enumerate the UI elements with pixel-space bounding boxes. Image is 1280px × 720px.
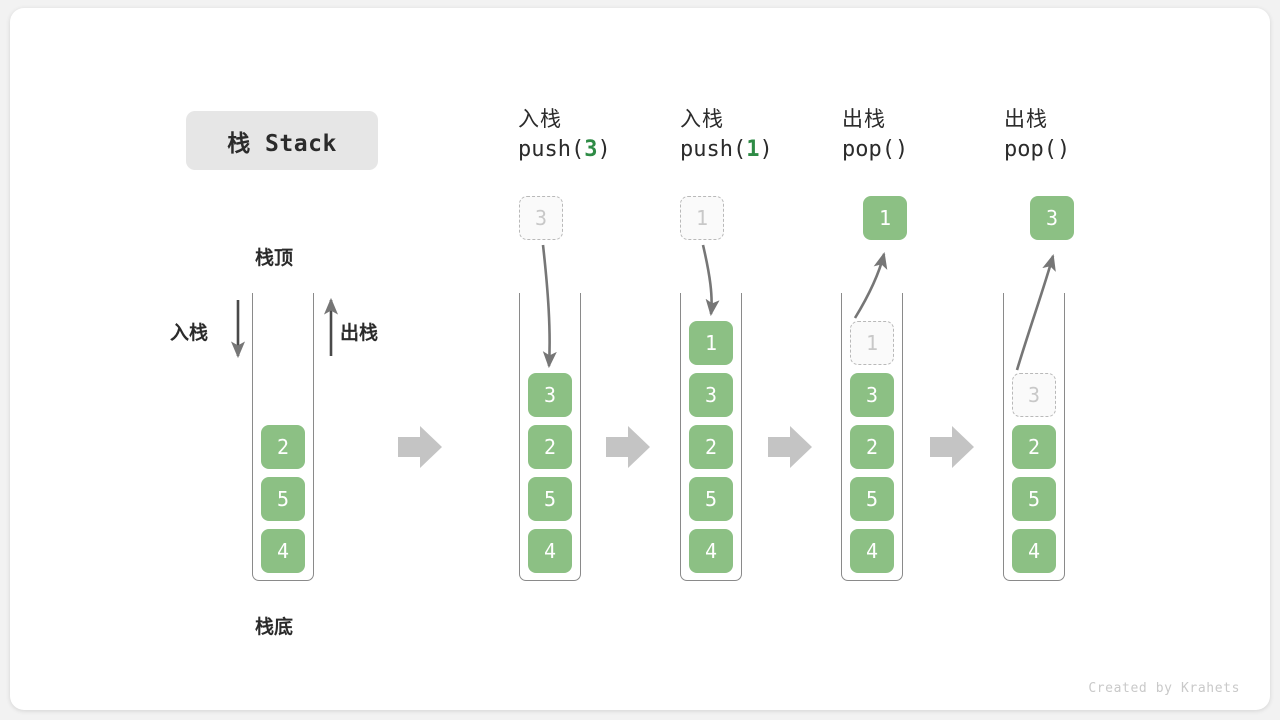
popped-element: 3 xyxy=(1030,196,1074,240)
stack-cell: 4 xyxy=(689,529,733,573)
stage-header-cn: 出栈 xyxy=(842,108,886,131)
stage-header-code: pop() xyxy=(842,134,1022,166)
code-prefix: push( xyxy=(518,137,585,162)
stack-cell: 4 xyxy=(850,529,894,573)
stack-cell: 2 xyxy=(528,425,572,469)
stack-cell: 4 xyxy=(1012,529,1056,573)
stage-header-code: push(1) xyxy=(680,134,860,166)
code-argument: 1 xyxy=(746,137,760,162)
stack-cell: 2 xyxy=(850,425,894,469)
stack-cell: 5 xyxy=(689,477,733,521)
footer-credit: Created by Krahets xyxy=(1088,681,1240,696)
stack-cell: 2 xyxy=(689,425,733,469)
stack-cell: 5 xyxy=(850,477,894,521)
stack-bottom-label: 栈底 xyxy=(255,617,294,638)
removed-element-ghost: 1 xyxy=(850,321,894,365)
stage-header-code: push(3) xyxy=(518,134,698,166)
code-suffix: ) xyxy=(894,137,909,162)
stage-header-cn: 出栈 xyxy=(1004,108,1048,131)
stage-transition-arrow xyxy=(768,426,812,468)
stack-cell: 5 xyxy=(528,477,572,521)
code-suffix: ) xyxy=(759,137,773,162)
code-suffix: ) xyxy=(597,137,611,162)
stack-cell: 1 xyxy=(689,321,733,365)
pop-direction-label: 出栈 xyxy=(340,323,379,344)
stack-cell: 2 xyxy=(261,425,305,469)
stage-transition-arrow xyxy=(930,426,974,468)
stack-top-label: 栈顶 xyxy=(255,248,294,269)
page-title: 栈 Stack xyxy=(186,111,378,170)
stack-cell: 5 xyxy=(1012,477,1056,521)
stage-header-pop-1: 出栈 pop() xyxy=(842,106,1022,166)
stage-header-pop-3: 出栈 pop() xyxy=(1004,106,1184,166)
stack-cell: 3 xyxy=(850,373,894,417)
removed-element-ghost: 3 xyxy=(1012,373,1056,417)
code-prefix: pop( xyxy=(842,137,895,162)
stage-header-cn: 入栈 xyxy=(518,108,562,131)
code-prefix: pop( xyxy=(1004,137,1057,162)
stage-transition-arrow xyxy=(606,426,650,468)
stack-cell: 3 xyxy=(689,373,733,417)
popped-element: 1 xyxy=(863,196,907,240)
floating-element-ghost: 1 xyxy=(680,196,724,240)
code-argument: 3 xyxy=(584,137,598,162)
floating-element-ghost: 3 xyxy=(519,196,563,240)
code-prefix: push( xyxy=(680,137,747,162)
stack-cell: 4 xyxy=(528,529,572,573)
stack-cell: 3 xyxy=(528,373,572,417)
stack-cell: 2 xyxy=(1012,425,1056,469)
stack-cell: 5 xyxy=(261,477,305,521)
stage-header-code: pop() xyxy=(1004,134,1184,166)
stage-header-push-1: 入栈 push(1) xyxy=(680,106,860,166)
push-direction-label: 入栈 xyxy=(170,323,209,344)
stack-cell: 4 xyxy=(261,529,305,573)
stage-header-cn: 入栈 xyxy=(680,108,724,131)
stage-transition-arrow xyxy=(398,426,442,468)
stage-header-push-3: 入栈 push(3) xyxy=(518,106,698,166)
code-suffix: ) xyxy=(1056,137,1071,162)
